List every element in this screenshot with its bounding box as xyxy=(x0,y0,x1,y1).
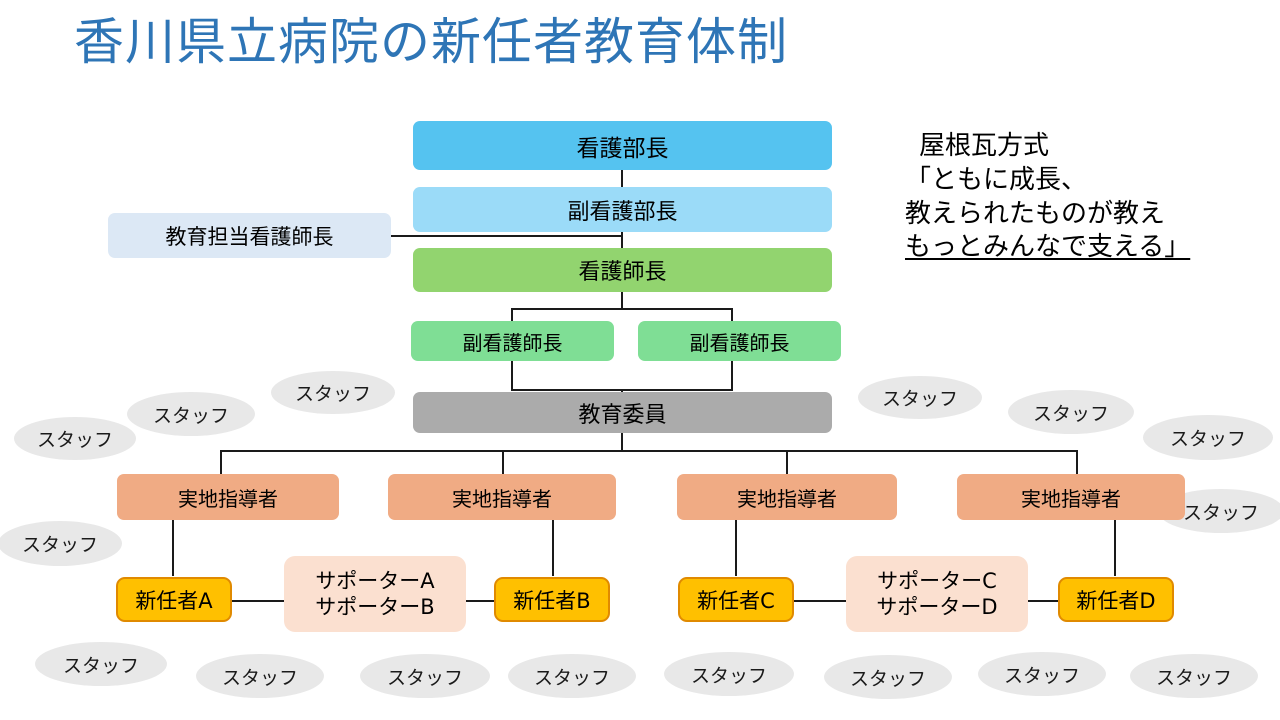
node-deputy-director[interactable]: 副看護部長 xyxy=(413,187,832,232)
staff-label: スタッフ xyxy=(62,654,139,677)
node-label: 副看護師長 xyxy=(462,330,563,355)
staff-ellipse: スタッフ xyxy=(14,417,136,460)
connector-assistant-bus-top xyxy=(511,308,733,310)
annotation-line-1: 屋根瓦方式 xyxy=(919,131,1050,161)
staff-label: スタッフ xyxy=(1182,501,1259,524)
staff-label: スタッフ xyxy=(1032,402,1109,425)
staff-ellipse: スタッフ xyxy=(196,654,324,698)
staff-label: スタッフ xyxy=(21,534,98,556)
node-supporter-group-1[interactable]: サポーターA サポーターB xyxy=(284,556,466,632)
node-instructor-1[interactable]: 実地指導者 xyxy=(117,474,339,520)
node-instructor-4[interactable]: 実地指導者 xyxy=(957,474,1185,520)
node-label: 新任者A xyxy=(135,588,213,613)
staff-ellipse: スタッフ xyxy=(0,521,122,566)
staff-label: スタッフ xyxy=(386,666,463,689)
node-education-manager[interactable]: 教育担当看護師長 xyxy=(108,213,391,258)
staff-ellipse: スタッフ xyxy=(1008,390,1134,434)
node-label: 新任者D xyxy=(1076,588,1156,613)
staff-ellipse: スタッフ xyxy=(1143,415,1273,460)
node-director[interactable]: 看護部長 xyxy=(413,121,832,170)
staff-ellipse: スタッフ xyxy=(824,655,952,699)
node-label: 副看護部長 xyxy=(567,199,678,225)
supporter-label-d: サポーターD xyxy=(876,595,998,619)
staff-label: スタッフ xyxy=(1003,664,1080,687)
supporter-label-c: サポーターC xyxy=(877,568,997,593)
staff-label: スタッフ xyxy=(221,666,298,689)
supporter-label-a: サポーターA xyxy=(315,568,435,593)
node-label: 看護部長 xyxy=(576,135,669,162)
node-instructor-2[interactable]: 実地指導者 xyxy=(388,474,616,520)
staff-ellipse: スタッフ xyxy=(360,654,490,698)
connector-instructor-drop-1 xyxy=(220,450,222,475)
connector-newcomer-c-supporters xyxy=(793,600,849,602)
connector-supporters-newcomer-b xyxy=(465,600,515,602)
connector-deputy-headnurse xyxy=(621,222,623,248)
node-supporter-group-2[interactable]: サポーターC サポーターD xyxy=(846,556,1028,632)
staff-ellipse: スタッフ xyxy=(858,376,982,419)
staff-label: スタッフ xyxy=(1169,428,1246,450)
node-assistant-head-nurse-1[interactable]: 副看護師長 xyxy=(411,321,614,361)
node-head-nurse[interactable]: 看護師長 xyxy=(413,248,832,292)
node-label: 新任者C xyxy=(697,588,775,613)
staff-ellipse: スタッフ xyxy=(978,652,1106,696)
connector-newcomer-a-supporters xyxy=(230,600,286,602)
node-label: 副看護師長 xyxy=(689,330,790,355)
connector-assistant-right-up xyxy=(731,308,733,322)
staff-ellipse: スタッフ xyxy=(664,652,794,696)
connector-headnurse-down xyxy=(621,291,623,309)
node-label: 実地指導者 xyxy=(1021,486,1121,511)
connector-director-deputy xyxy=(621,170,623,187)
connector-assistant-left-down xyxy=(511,360,513,390)
connector-instructor-drop-3 xyxy=(786,450,788,475)
staff-ellipse: スタッフ xyxy=(508,654,636,698)
node-instructor-3[interactable]: 実地指導者 xyxy=(677,474,897,520)
annotation-line-2: 「ともに成長、 xyxy=(905,164,1088,195)
staff-label: スタッフ xyxy=(152,404,229,427)
node-newcomer-c[interactable]: 新任者C xyxy=(678,577,794,622)
connector-assistant-left-up xyxy=(511,308,513,322)
connector-instructor-drop-4 xyxy=(1076,450,1078,475)
node-label: 新任者B xyxy=(513,588,591,613)
node-label: 看護師長 xyxy=(578,260,667,285)
staff-ellipse: スタッフ xyxy=(1130,654,1258,698)
supporter-label-b: サポーターB xyxy=(315,595,435,619)
staff-label: スタッフ xyxy=(690,664,767,687)
node-assistant-head-nurse-2[interactable]: 副看護師長 xyxy=(638,321,841,361)
node-label: 実地指導者 xyxy=(737,486,837,511)
connector-instructor2-newcomer-b xyxy=(552,520,554,576)
staff-label: スタッフ xyxy=(1155,666,1232,689)
staff-label: スタッフ xyxy=(36,429,113,451)
node-label: 教育委員 xyxy=(578,402,667,428)
node-label: 実地指導者 xyxy=(452,486,552,511)
page-title: 香川県立病院の新任者教育体制 xyxy=(74,13,788,71)
connector-instructor-bus xyxy=(220,450,1077,452)
connector-instructor1-newcomer-a xyxy=(172,520,174,576)
node-label: 実地指導者 xyxy=(178,486,278,511)
node-newcomer-a[interactable]: 新任者A xyxy=(116,577,232,622)
staff-ellipse: スタッフ xyxy=(271,371,395,414)
staff-ellipse: スタッフ xyxy=(127,392,255,436)
node-newcomer-d[interactable]: 新任者D xyxy=(1058,577,1174,622)
connector-assistant-right-down xyxy=(731,360,733,390)
connector-instructor3-newcomer-c xyxy=(735,520,737,576)
annotation-line-4: もっとみんなで支える」 xyxy=(905,232,1191,263)
staff-label: スタッフ xyxy=(294,383,371,405)
connector-education-manager xyxy=(390,235,622,237)
annotation-block: 屋根瓦方式 「ともに成長、 教えられたものが教え もっとみんなで支える」 xyxy=(905,130,1190,265)
staff-ellipse: スタッフ xyxy=(35,642,167,686)
connector-instructor4-newcomer-d xyxy=(1114,520,1116,576)
staff-label: スタッフ xyxy=(881,388,958,410)
connector-supporters-newcomer-d xyxy=(1026,600,1076,602)
connector-instructor-drop-2 xyxy=(502,450,504,475)
node-education-committee[interactable]: 教育委員 xyxy=(413,392,832,433)
annotation-line-3: 教えられたものが教え xyxy=(905,198,1166,229)
staff-label: スタッフ xyxy=(533,666,610,689)
node-newcomer-b[interactable]: 新任者B xyxy=(494,577,610,622)
node-label: 教育担当看護師長 xyxy=(165,224,334,249)
staff-label: スタッフ xyxy=(849,667,926,690)
connector-committee-down xyxy=(621,432,623,451)
